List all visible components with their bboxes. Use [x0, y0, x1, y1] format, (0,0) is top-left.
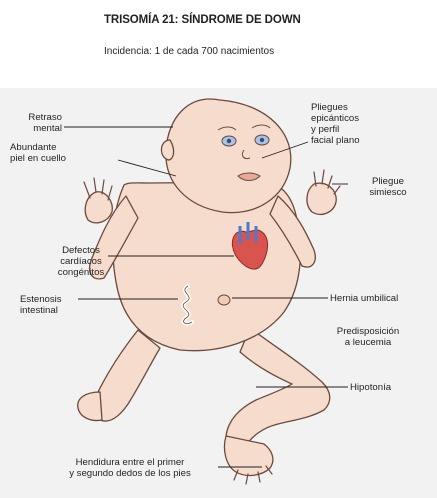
left-leg	[94, 330, 160, 421]
label-abundante-piel: Abundante piel en cuello	[10, 142, 66, 164]
label-hendidura: Hendidura entre el primer y segundo dedo…	[40, 457, 220, 479]
label-hipotonia: Hipotonía	[350, 382, 391, 393]
right-foot	[224, 436, 272, 475]
head	[166, 99, 291, 212]
label-pliegues-epicanticos: Pliegues epicánticos y perfil facial pla…	[311, 102, 360, 146]
right-leg	[226, 328, 330, 449]
umbilical-hernia	[218, 295, 230, 305]
label-defectos-cardiacos: Defectos cardíacos congénitos	[46, 245, 116, 278]
right-hand	[307, 183, 336, 214]
label-estenosis-intestinal: Estenosis intestinal	[20, 294, 62, 316]
label-pliegue-simiesco: Pliegue simiesco	[350, 176, 426, 198]
label-predisposicion-leucemia: Predisposición a leucemia	[318, 326, 418, 348]
ear	[161, 140, 173, 160]
label-retraso-mental: Retraso mental	[10, 112, 62, 134]
label-hernia-umbilical: Hernia umbilical	[330, 293, 398, 304]
left-foot	[78, 392, 102, 421]
